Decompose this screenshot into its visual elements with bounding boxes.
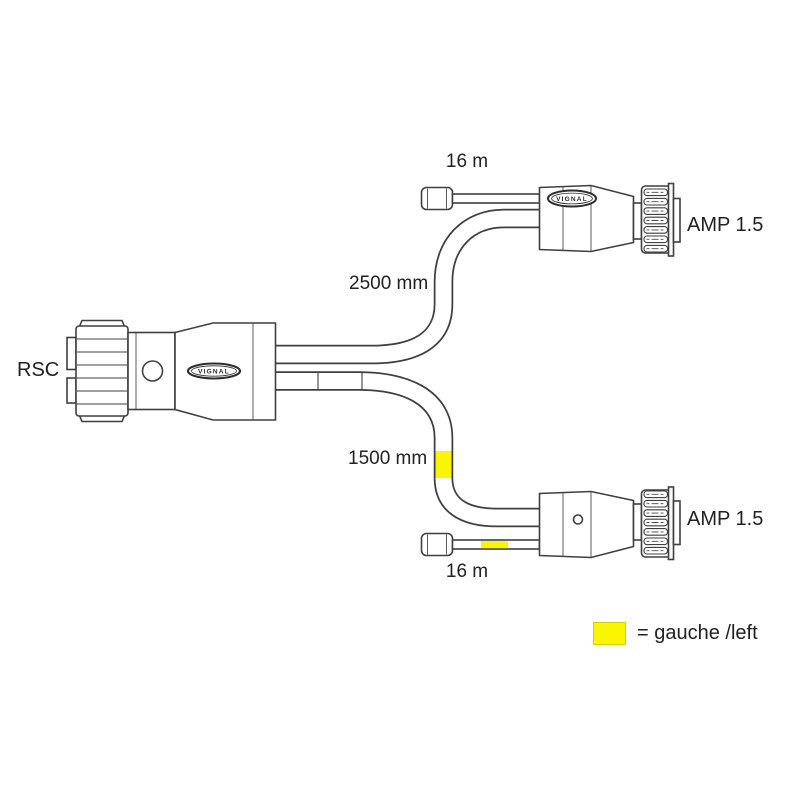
- bottom-body-hole: [572, 514, 584, 525]
- legend-text: = gauche /left: [637, 622, 758, 644]
- legend: = gauche /left: [593, 622, 758, 645]
- label-top-wire-length: 16 m: [445, 151, 489, 172]
- rsc-connector: VIGNAL: [66, 319, 277, 423]
- vignal-logo: VIGNAL: [186, 362, 242, 380]
- brand-text: VIGNAL: [556, 196, 588, 203]
- label-bottom-amp: AMP 1.5: [687, 508, 764, 530]
- rsc-key-tab: [66, 336, 77, 371]
- cable-1500mm: [273, 371, 540, 528]
- label-bottom-cable-length: 1500 mm: [348, 448, 428, 469]
- brand-text: VIGNAL: [198, 368, 230, 375]
- left-marker-band-lead: [481, 541, 508, 549]
- label-rsc: RSC: [17, 359, 60, 381]
- label-top-amp: AMP 1.5: [687, 214, 764, 236]
- sleeve-dividers: [317, 372, 363, 390]
- legend-yellow-swatch: [593, 622, 626, 645]
- vignal-logo-top: VIGNAL: [547, 189, 597, 208]
- label-top-cable-length: 2500 mm: [349, 273, 429, 294]
- cable-2500mm: [273, 208, 540, 365]
- label-bottom-wire-length: 16 m: [445, 561, 489, 582]
- rsc-ring-threads: [77, 338, 127, 405]
- rsc-collar-hole: [141, 360, 164, 382]
- rsc-key-tab: [66, 377, 77, 404]
